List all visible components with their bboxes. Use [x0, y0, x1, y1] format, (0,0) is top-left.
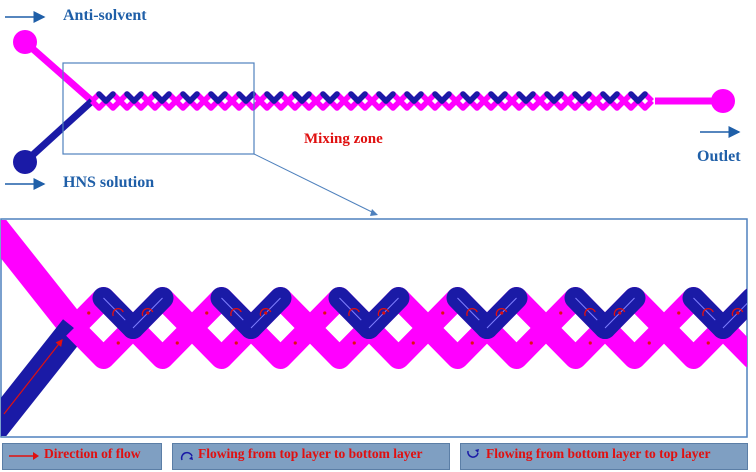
zoom-channel-lower: [66, 287, 747, 369]
anti-solvent-channel: [22, 39, 95, 104]
flow-direction-dot: [146, 311, 150, 315]
arc-down-icon: [180, 451, 193, 461]
arc-up-icon: [259, 308, 272, 317]
anti-solvent-label: Anti-solvent: [63, 7, 147, 24]
mini-bottom-layer-segment: [355, 91, 368, 104]
mixing-zone-label: Mixing zone: [304, 131, 383, 147]
flow-direction-dot: [500, 311, 504, 315]
flow-direction-dot: [323, 311, 327, 315]
hns-solution-label: HNS solution: [63, 174, 155, 191]
flow-direction-dot: [116, 341, 120, 345]
flow-direction-dot: [264, 311, 268, 315]
legend-bottom-top-box: [460, 443, 748, 470]
arc-down-icon: [230, 308, 242, 317]
flow-direction-dot: [470, 341, 474, 345]
mini-bottom-layer-segment: [467, 91, 480, 104]
mini-mixing-channel: [90, 91, 654, 111]
zoom-anti-solvent-channel: [1, 220, 85, 337]
zoom-leader-arrowhead: [370, 209, 378, 216]
arc-down-icon: [466, 308, 478, 317]
arrow-right-icon: [9, 452, 39, 460]
flow-direction-dot: [736, 311, 740, 315]
mini-bottom-layer-segment: [215, 91, 228, 104]
mini-bottom-layer-segment: [607, 91, 620, 104]
mini-channel-lower: [90, 91, 654, 111]
mini-bottom-layer-segment: [439, 91, 452, 104]
flow-direction-dot: [234, 341, 238, 345]
mini-bottom-layer-segment: [243, 91, 256, 104]
mini-bottom-layer-segment: [383, 91, 396, 104]
arc-down-icon: [112, 308, 124, 317]
flow-direction-dot: [205, 311, 209, 315]
flow-direction-dot: [529, 341, 533, 345]
flow-direction-dot: [677, 311, 681, 315]
arc-up-icon: [467, 449, 479, 458]
arc-down-icon: [348, 308, 360, 317]
legend-top-bottom-box: [172, 443, 450, 470]
legend-direction-label: Direction of flow: [44, 446, 141, 461]
zoom-leader-line: [253, 153, 377, 215]
flow-direction-dot: [293, 341, 297, 345]
mini-bottom-layer-segment: [635, 91, 648, 104]
arc-up-icon: [141, 308, 154, 317]
flow-direction-dot: [87, 311, 91, 315]
outlet-label: Outlet: [697, 148, 741, 165]
mini-bottom-layer-segment: [523, 91, 536, 104]
mini-bottom-layer-segment: [131, 91, 144, 104]
flow-direction-dot: [352, 341, 356, 345]
arc-down-icon: [702, 308, 714, 317]
mini-bottom-layer-segment: [159, 91, 172, 104]
mini-bottom-layer-segment: [551, 91, 564, 104]
flow-direction-dot: [706, 341, 710, 345]
arc-up-icon: [613, 308, 626, 317]
arc-up-icon: [495, 308, 508, 317]
flow-direction-dot: [559, 311, 563, 315]
flow-direction-dot: [588, 341, 592, 345]
mini-bottom-layer-segment: [327, 91, 340, 104]
zoomed-mixer: [1, 220, 747, 436]
arc-up-icon: [731, 308, 744, 317]
flow-direction-dot: [411, 341, 415, 345]
mini-bottom-layer-segment: [299, 91, 312, 104]
flow-direction-dot: [647, 341, 651, 345]
legend-top-bottom-label: Flowing from top layer to bottom layer: [198, 446, 423, 461]
flow-direction-dot: [175, 341, 179, 345]
legend-bottom-top-label: Flowing from bottom layer to top layer: [486, 446, 711, 461]
mini-bottom-layer-segment: [187, 91, 200, 104]
flow-direction-dot: [382, 311, 386, 315]
mini-bottom-layer-segment: [579, 91, 592, 104]
hns-solution-channel: [22, 98, 95, 165]
zoom-flow-arrow-icon: [3, 339, 63, 415]
zoom-selection-box: [62, 62, 255, 155]
arc-up-icon: [377, 308, 390, 317]
flow-direction-dot: [618, 311, 622, 315]
arc-down-icon: [584, 308, 596, 317]
mini-bottom-layer-segment: [495, 91, 508, 104]
mini-bottom-layer-segment: [271, 91, 284, 104]
outlet-port: [711, 89, 735, 113]
zoom-mixing-channel: [66, 287, 747, 369]
flow-direction-dot: [441, 311, 445, 315]
mini-bottom-layer-segment: [103, 91, 116, 104]
mini-bottom-layer-segment: [411, 91, 424, 104]
overview-channel: [13, 30, 735, 216]
